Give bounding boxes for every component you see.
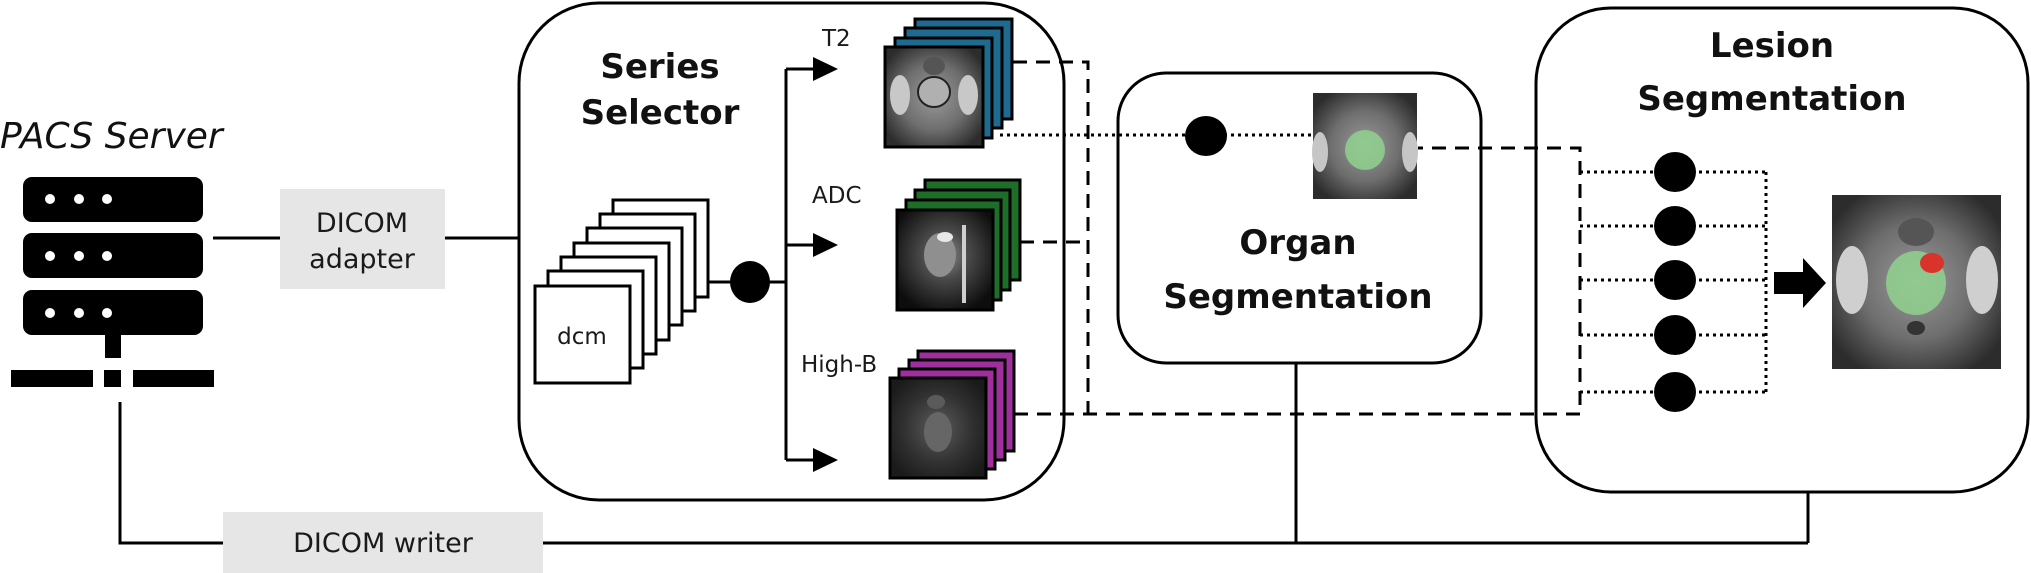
- lesion-segmentation-title-line1: Lesion: [1710, 26, 1834, 66]
- organ-segmentation-title-line1: Organ: [1239, 223, 1356, 263]
- highb-series-stack: [888, 349, 1016, 480]
- pacs-server: PACS Server: [0, 116, 225, 387]
- dicom-adapter-label-line2: adapter: [309, 244, 416, 275]
- model-node-icon: [1654, 260, 1696, 300]
- dicom-writer-label: DICOM writer: [293, 528, 474, 559]
- branch-lines: [784, 67, 815, 462]
- organ-segmentation-box: [1116, 71, 1483, 365]
- highb-anatomy: [924, 395, 952, 452]
- ensemble-model-nodes: [1654, 152, 1696, 412]
- output-connector: [118, 363, 1810, 545]
- model-node-icon: [1654, 315, 1696, 355]
- adc-series-stack: [895, 178, 1022, 312]
- adc-anatomy: [924, 225, 966, 303]
- organ-overlay: [1345, 130, 1385, 170]
- organ-segmentation-title-line2: Segmentation: [1163, 277, 1432, 317]
- t2-anatomy: [890, 57, 978, 115]
- dcm-label: dcm: [557, 324, 607, 350]
- organ-model-node-icon: [1185, 116, 1227, 156]
- series-selector-title-line1: Series: [600, 47, 719, 87]
- highb-label: High-B: [801, 352, 877, 378]
- t2-label: T2: [821, 26, 851, 52]
- lesion-segmentation: Lesion Segmentation: [1534, 6, 2030, 494]
- output-arrow-icon: [1774, 258, 1826, 308]
- dicom-writer: DICOM writer: [223, 512, 543, 573]
- selector-node-icon: [730, 261, 770, 303]
- server-rack-icon: [11, 177, 214, 387]
- series-selector-box: [517, 1, 1066, 502]
- lesion-segmentation-box: [1534, 6, 2030, 494]
- organ-segmentation: Organ Segmentation: [1116, 71, 1483, 365]
- arrow-adc-icon: [813, 233, 838, 257]
- model-node-icon: [1654, 206, 1696, 246]
- model-node-icon: [1654, 152, 1696, 192]
- dicom-file-stack-icon: [533, 198, 710, 385]
- pacs-server-label: PACS Server: [0, 116, 225, 157]
- dicom-adapter: DICOM adapter: [280, 189, 445, 289]
- series-selector: Series Selector dcm T2: [517, 1, 1066, 502]
- arrow-highb-icon: [813, 448, 838, 472]
- adc-label: ADC: [812, 183, 862, 209]
- lesion-overlay: [1920, 253, 1944, 273]
- lesion-segmentation-title-line2: Segmentation: [1637, 79, 1906, 119]
- model-node-icon: [1654, 372, 1696, 412]
- arrow-t2-icon: [813, 57, 838, 81]
- lesion-output-image: [1832, 195, 2001, 369]
- dicom-adapter-label-line1: DICOM: [316, 208, 408, 239]
- series-selector-title-line2: Selector: [581, 93, 740, 133]
